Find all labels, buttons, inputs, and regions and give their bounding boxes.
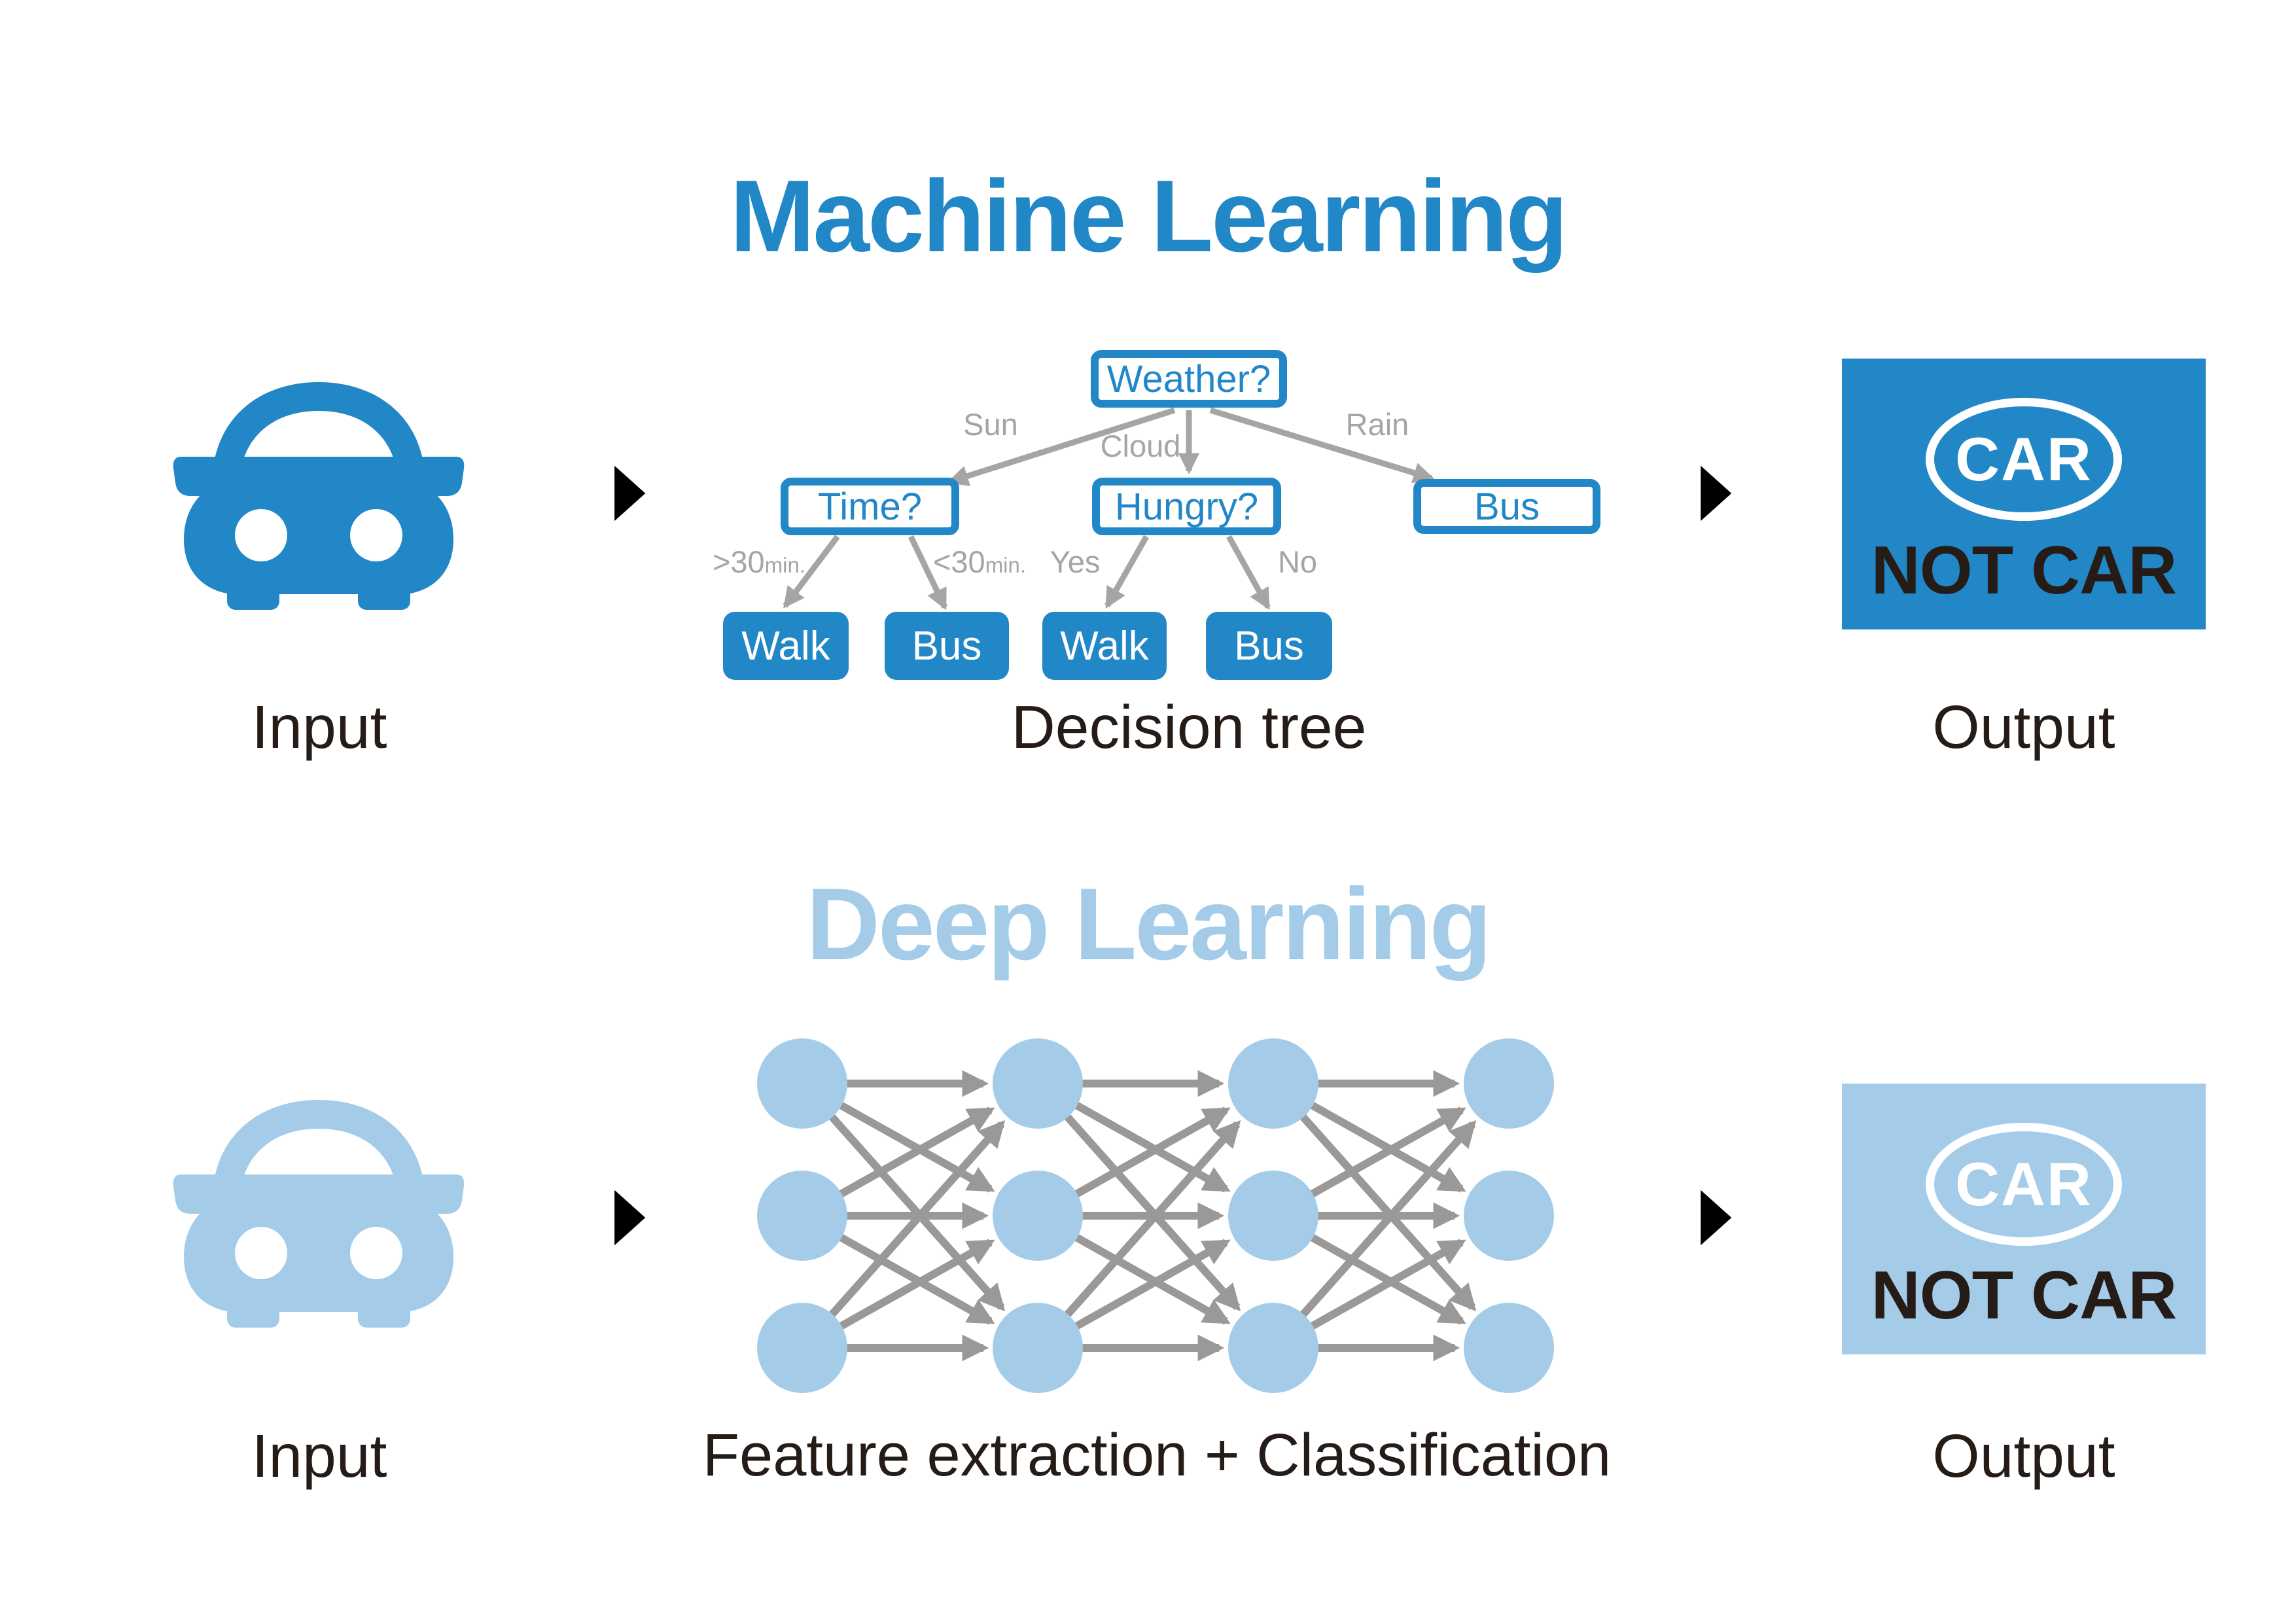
not-car-text: NOT CAR	[1871, 1258, 2178, 1333]
car-logo-text: CAR	[1955, 1150, 2093, 1218]
tree-branch-label-rain: Rain	[1345, 407, 1409, 442]
ml-section-title: Machine Learning	[730, 160, 1568, 274]
ml-process-label: Decision tree	[1011, 693, 1367, 761]
neural-network-links	[818, 1070, 1477, 1362]
dl-output-box: CAR NOT CAR	[1842, 1084, 2206, 1354]
tree-branch-label-sun: Sun	[963, 407, 1018, 442]
tree-leaf-walk-2: Walk	[1042, 612, 1167, 680]
right-arrow-icon	[581, 1182, 658, 1253]
right-arrow-icon	[1667, 458, 1744, 529]
min-suffix: min.	[985, 553, 1027, 577]
right-arrow-icon	[581, 458, 658, 529]
car-icon	[161, 373, 476, 610]
tree-node-weather: Weather?	[1091, 350, 1287, 408]
neural-network	[757, 1038, 1554, 1393]
ml-output-label: Output	[1932, 693, 2115, 761]
not-car-text: NOT CAR	[1871, 533, 2178, 609]
tree-node-time: Time?	[781, 478, 959, 535]
tree-leaf-bus-1: Bus	[885, 612, 1009, 680]
tree-branch-label-cloud: Cloud	[1100, 429, 1181, 463]
tree-branch-label-lt30: <30min.	[932, 544, 1027, 579]
car-logo-oval: CAR	[1926, 1123, 2122, 1246]
neural-network-nodes	[757, 1038, 1554, 1393]
ml-input-label: Input	[251, 693, 387, 761]
dl-section-title: Deep Learning	[806, 868, 1492, 981]
min-suffix: min.	[764, 553, 806, 577]
tree-leaf-walk-1: Walk	[723, 612, 849, 680]
tree-node-weather-label: Weather?	[1106, 357, 1271, 400]
tree-branch-label-no: No	[1277, 544, 1318, 579]
tree-branch-label-gt30: >30min.	[712, 544, 806, 579]
dl-process-label: Feature extraction + Classification	[702, 1422, 1612, 1489]
dl-input-label: Input	[251, 1422, 387, 1490]
dl-output-label: Output	[1932, 1422, 2115, 1490]
car-icon	[161, 1091, 476, 1328]
tree-node-hungry-label: Hungry?	[1114, 485, 1259, 528]
tree-node-bus: Bus	[1413, 479, 1600, 534]
tree-node-hungry: Hungry?	[1092, 478, 1281, 535]
tree-branch-label-yes: Yes	[1050, 544, 1101, 579]
ml-output-box: CAR NOT CAR	[1842, 359, 2206, 629]
car-logo-text: CAR	[1955, 425, 2093, 493]
car-logo-oval: CAR	[1926, 398, 2122, 521]
tree-leaf-bus-2: Bus	[1206, 612, 1332, 680]
tree-node-time-label: Time?	[818, 485, 922, 528]
tree-node-bus-label: Bus	[1474, 485, 1540, 528]
right-arrow-icon	[1667, 1182, 1744, 1253]
decision-tree-arrows	[783, 407, 1435, 610]
